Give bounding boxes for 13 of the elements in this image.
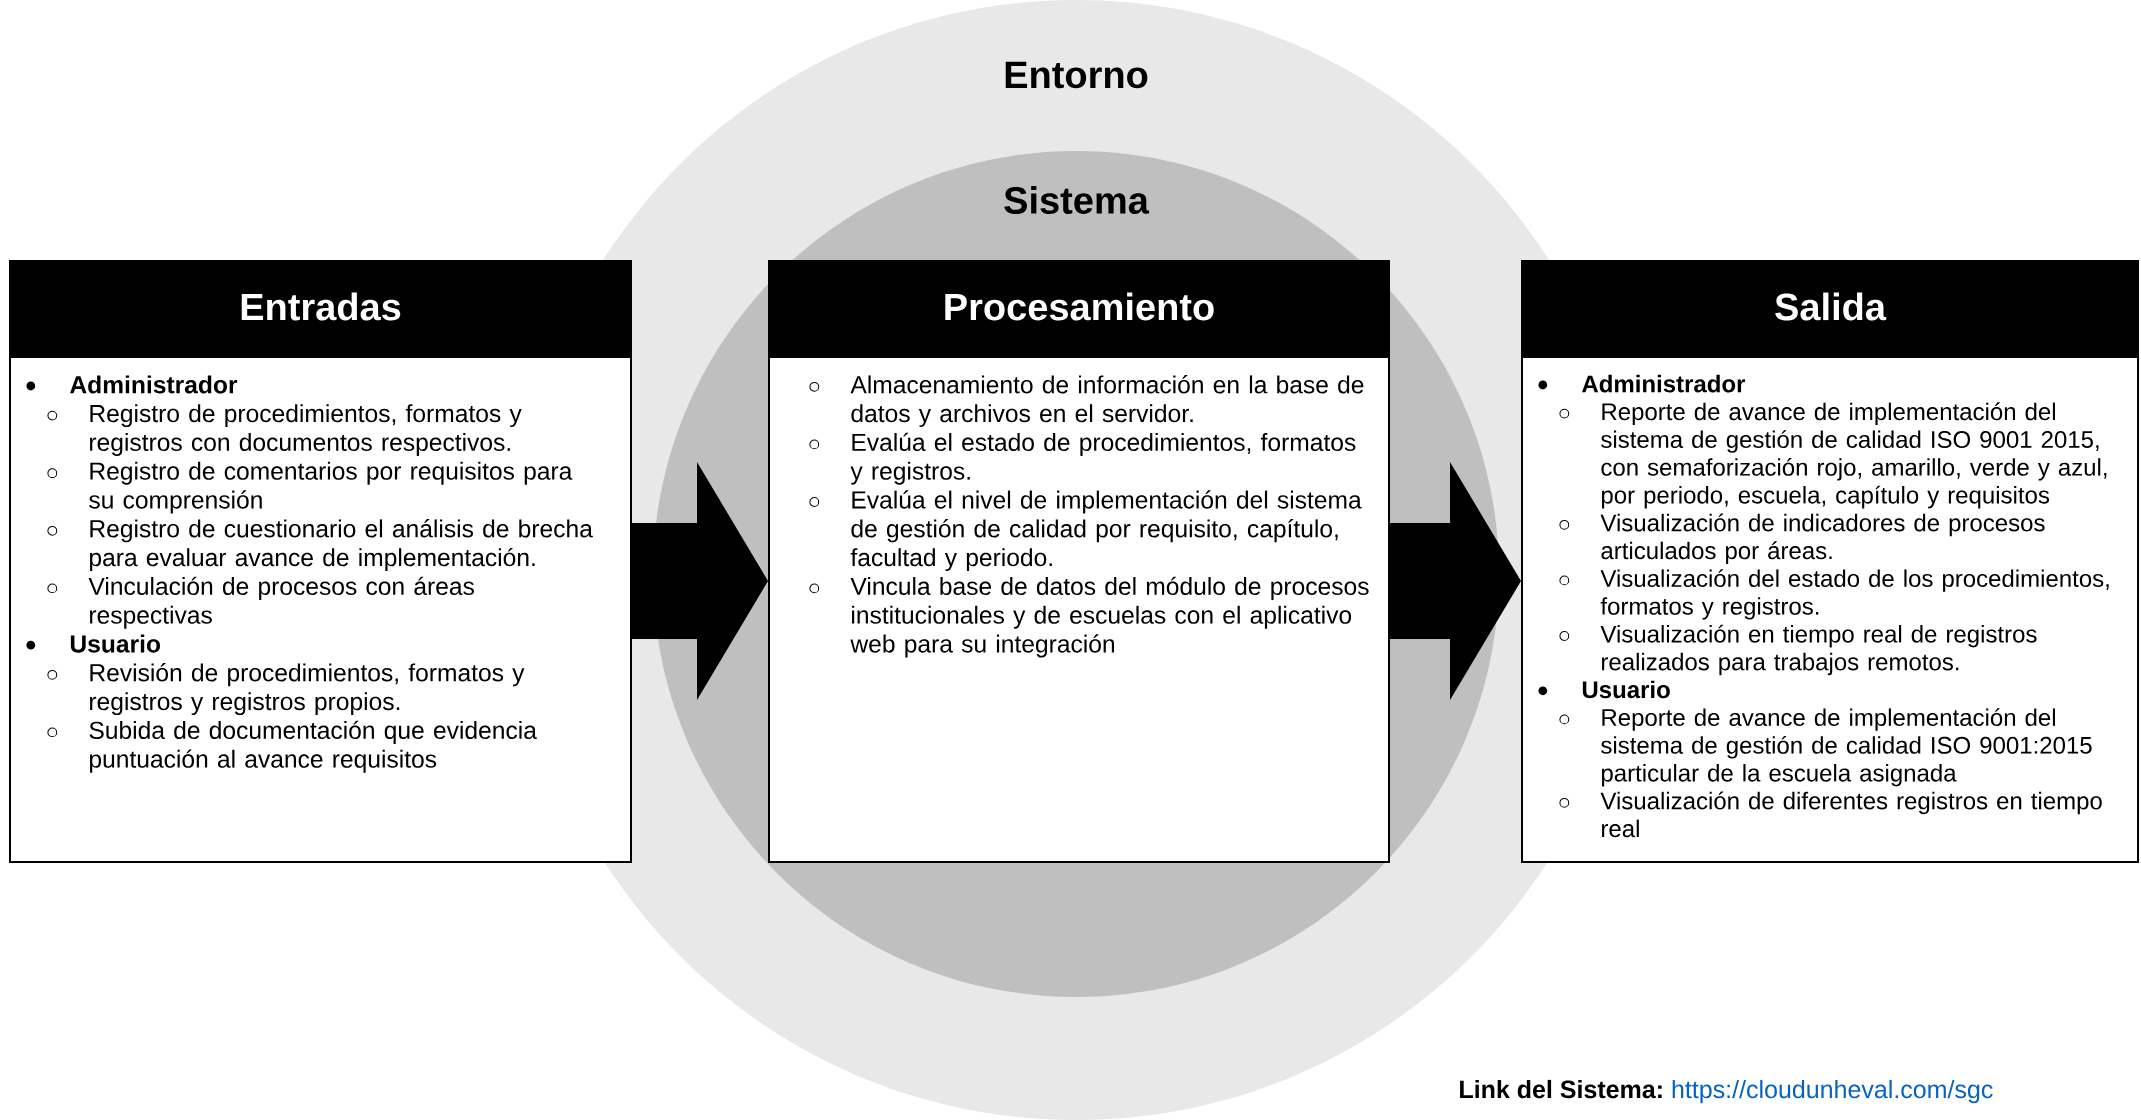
content-box: Procesamiento Almacenamiento de información en la base de datos y archivos en el servidor. Evalúa el estado de procedimientos, formatos y registros. Evalúa el nivel de implementación del sistema de gestión de calidad por requisito, capítulo, facultad y periodo. Vincula base de datos del módulo de procesos institucionales y de escuelas con el aplicativo web para su integración — [768, 260, 1390, 863]
list-item: Vinculación de procesos con áreas respectivas — [47, 576, 474, 629]
list-item: Evalúa el estado de procedimientos, formatos y registros. — [809, 432, 1356, 485]
list-item: Administrador — [26, 375, 238, 394]
list-item: Vincula base de datos del módulo de procesos institucionales y de escuelas con el aplicativo web para su integración — [809, 576, 1369, 658]
content-box: Salida Administrador Reporte de avance de implementación del sistema de gestión de calidad ISO 9001 2015, con semaforización rojo, amarillo, verde y azul, por periodo, escuela, capítulo y requisitos Visualización de indicadores de procesos articulados por áreas. Visualización del estado de los procedimientos, formatos y registros. Visualización en tiempo real de registros realizados para trabajos remotos. Usuario Reporte de avance de implementación del sistema de gestión de calidad ISO 9001:2015 particular de la escuela asignada Visualización de diferentes registros en tiempo real — [1521, 260, 2139, 863]
list-item: Usuario — [26, 634, 160, 653]
list-item: Evalúa el nivel de implementación del sistema de gestión de calidad por requisito, capítulo, facultad y periodo. — [809, 490, 1362, 572]
content-box: Entradas Administrador Registro de procedimientos, formatos y registros con documentos respectivos. Registro de comentarios por requisitos para su comprensión Registro de cuestionario el análisis de brecha para evaluar avance de implementación. Vinculación de procesos con áreas respectivas Usuario Revisión de procedimientos, formatos y registros y registros propios. Subida de documentación que evidencia puntuación al avance requisitos — [9, 260, 632, 863]
web-link: https://cloudunheval.com/sgc — [1672, 1079, 1993, 1104]
block-arrow — [1390, 462, 1521, 700]
list-item: Almacenamiento de información en la base de datos y archivos en el servidor. — [809, 375, 1364, 428]
block-arrow — [632, 462, 768, 700]
